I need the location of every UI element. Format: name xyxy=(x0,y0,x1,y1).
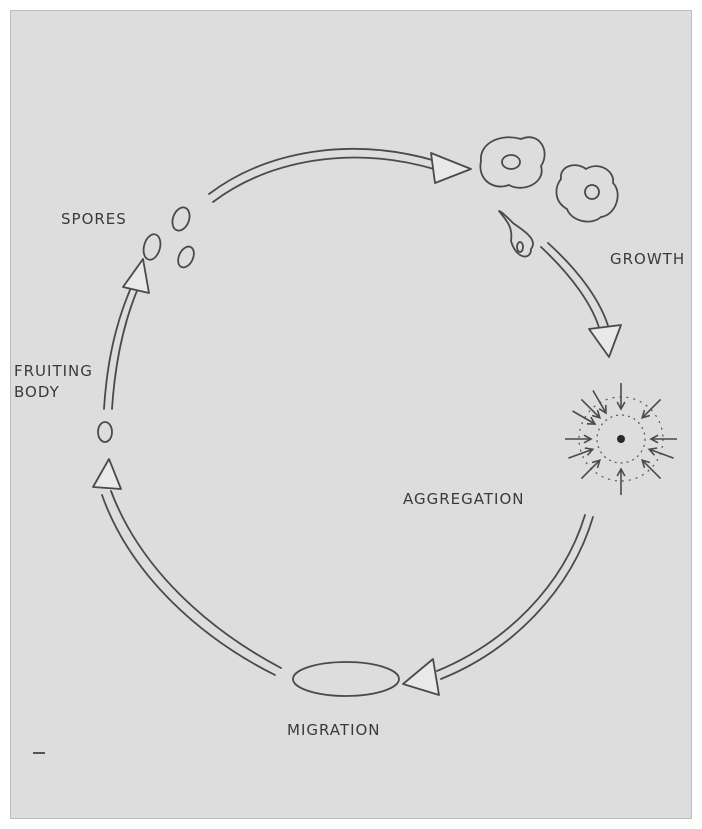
label-aggregation: AGGREGATION xyxy=(403,489,524,509)
label-spores: SPORES xyxy=(61,209,127,229)
diagram-canvas: SPORES GROWTH AGGREGATION MIGRATION FRUI… xyxy=(10,10,692,819)
label-body: BODY xyxy=(14,382,60,402)
life-cycle-drawing xyxy=(11,11,692,819)
label-growth: GROWTH xyxy=(610,249,685,269)
label-migration: MIGRATION xyxy=(287,720,381,740)
label-fruiting: FRUITING xyxy=(14,361,93,381)
